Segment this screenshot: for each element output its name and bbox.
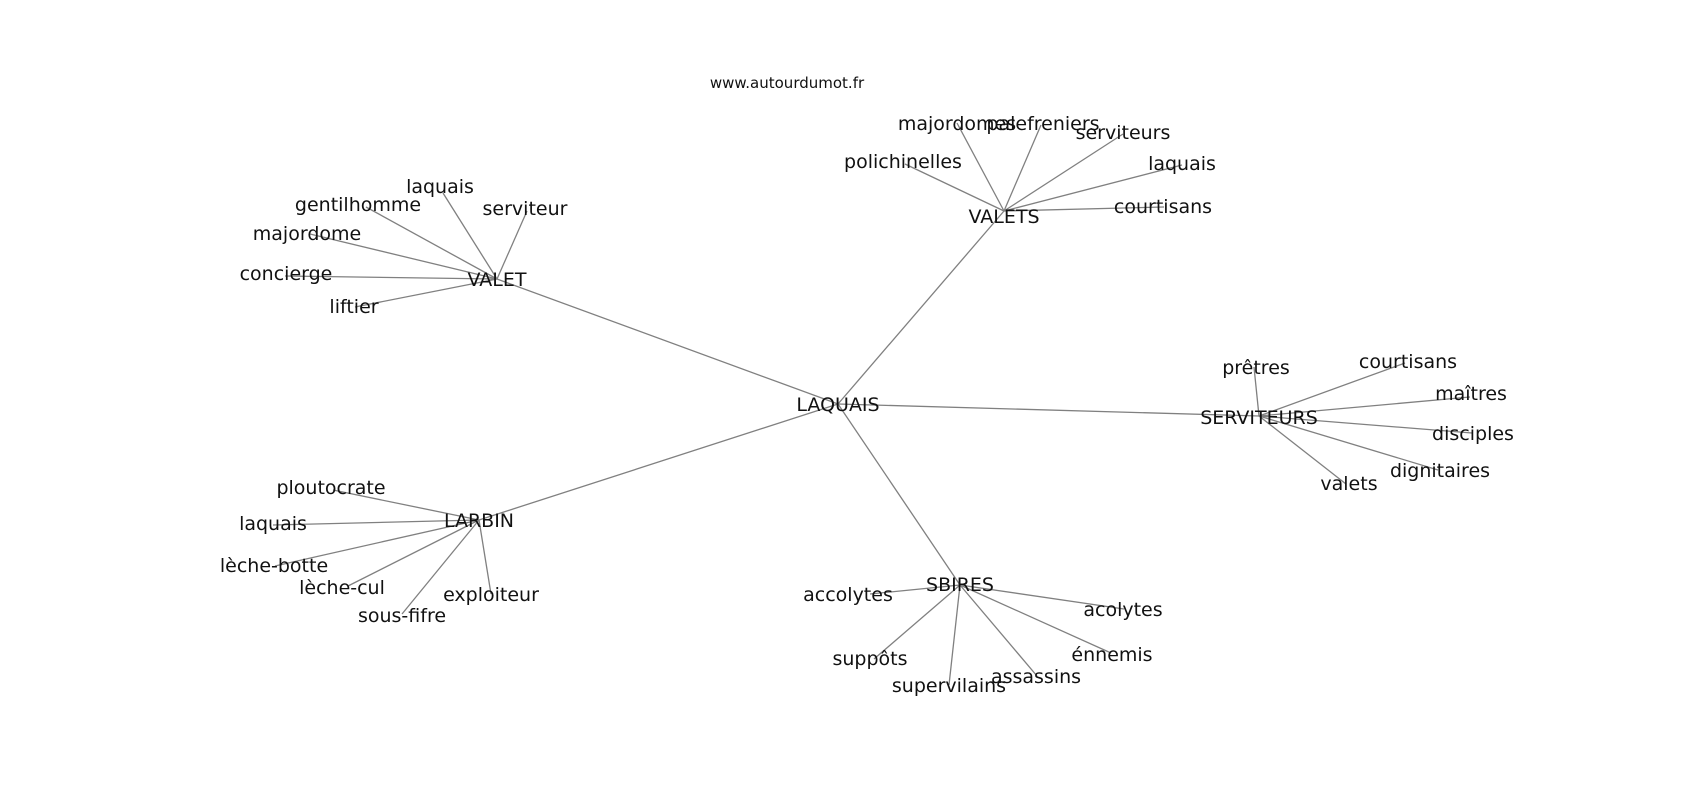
leaf-node-label: gentilhomme <box>295 194 421 216</box>
leaf-node-label: majordome <box>253 223 361 245</box>
edge-center-1 <box>837 210 1005 405</box>
leaf-node-label: énnemis <box>1071 644 1152 666</box>
edge-3-2 <box>274 519 480 567</box>
leaf-node-label: liftier <box>329 296 378 318</box>
leaf-node-label: laquais <box>406 176 474 198</box>
leaf-node-label: dignitaires <box>1390 460 1490 482</box>
leaf-node-label: ploutocrate <box>276 477 385 499</box>
edge-4-3 <box>959 584 1112 654</box>
edge-center-3 <box>478 403 839 521</box>
edge-3-5 <box>401 519 480 615</box>
edge-0-2 <box>496 210 528 280</box>
edge-3-0 <box>332 489 480 521</box>
leaf-node-label: serviteur <box>483 198 568 220</box>
edges <box>272 122 1473 686</box>
edge-0-0 <box>442 192 498 280</box>
edge-3-1 <box>272 519 480 526</box>
edge-0-3 <box>309 233 498 280</box>
leaf-node-label: palefreniers <box>986 113 1099 135</box>
leaf-node-label: accolytes <box>803 584 893 606</box>
hub-node-label: VALETS <box>968 206 1039 228</box>
leaf-node-label: polichinelles <box>844 151 962 173</box>
leaf-node-label: maîtres <box>1435 383 1507 405</box>
edge-center-2 <box>837 403 1260 417</box>
hub-node-label: LARBIN <box>444 510 514 532</box>
leaf-node-label: courtisans <box>1114 196 1212 218</box>
leaf-node-label: laquais <box>239 513 307 535</box>
hub-node-label: SBIRES <box>926 574 994 596</box>
edge-4-5 <box>959 584 1038 677</box>
leaf-node-label: prêtres <box>1222 357 1290 379</box>
leaf-node-label: lèche-botte <box>220 555 328 577</box>
edge-4-0 <box>869 584 961 595</box>
edge-0-4 <box>284 275 498 280</box>
edge-2-1 <box>1258 362 1406 417</box>
leaf-node-label: exploiteur <box>443 584 539 606</box>
edge-3-4 <box>478 519 492 595</box>
center-node-label: LAQUAIS <box>796 394 879 416</box>
leaf-node-label: acolytes <box>1083 599 1162 621</box>
leaf-node-label: assassins <box>991 666 1081 688</box>
leaf-node-label: majordomes <box>898 113 1016 135</box>
leaf-node-label: disciples <box>1432 423 1514 445</box>
edge-0-5 <box>354 278 498 308</box>
hub-node-label: SERVITEURS <box>1200 407 1318 429</box>
hub-node-label: VALET <box>468 269 527 291</box>
edge-4-2 <box>873 584 961 660</box>
edge-1-1 <box>1003 124 1042 212</box>
edge-2-2 <box>1258 396 1471 417</box>
edge-2-0 <box>1253 366 1260 417</box>
edge-1-4 <box>1003 164 1183 212</box>
edge-4-1 <box>959 584 1125 610</box>
edge-4-4 <box>948 584 961 686</box>
leaf-node-label: laquais <box>1148 153 1216 175</box>
edge-2-5 <box>1258 415 1347 485</box>
edge-2-4 <box>1258 415 1439 471</box>
edge-1-5 <box>1003 206 1165 212</box>
leaf-node-label: serviteurs <box>1076 122 1171 144</box>
edge-0-1 <box>365 206 498 280</box>
leaf-node-label: supervilains <box>892 675 1006 697</box>
leaf-node-label: suppôts <box>832 648 907 670</box>
edge-1-3 <box>904 163 1005 212</box>
edge-3-3 <box>347 519 480 587</box>
edge-1-2 <box>1003 133 1124 212</box>
leaf-node-label: lèche-cul <box>299 577 385 599</box>
edge-center-0 <box>496 278 839 405</box>
edge-1-0 <box>956 122 1005 212</box>
leaf-node-label: concierge <box>240 263 333 285</box>
leaf-node-label: valets <box>1320 473 1377 495</box>
labels: www.autourdumot.fr LAQUAISVALETlaquaisge… <box>220 74 1514 697</box>
leaf-node-label: sous-fifre <box>358 605 446 627</box>
edge-2-3 <box>1258 415 1473 434</box>
site-url-watermark: www.autourdumot.fr <box>710 74 865 92</box>
edge-center-4 <box>837 403 961 586</box>
leaf-node-label: courtisans <box>1359 351 1457 373</box>
